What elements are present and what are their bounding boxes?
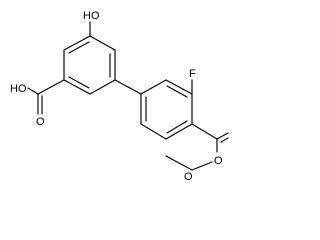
bond <box>165 79 193 95</box>
bond <box>27 87 39 95</box>
bond <box>89 79 116 95</box>
bond <box>114 79 142 95</box>
bond <box>191 161 213 171</box>
bonds <box>27 21 229 171</box>
bond <box>68 76 90 89</box>
acid-oh-label: HO <box>10 83 27 95</box>
bond <box>63 35 91 51</box>
bond <box>220 137 229 143</box>
bond <box>191 123 218 140</box>
molecule-structure: HO HO O F O O <box>10 10 229 183</box>
bond <box>140 123 167 140</box>
bond <box>68 41 90 54</box>
bond <box>37 79 65 95</box>
bond <box>140 79 167 95</box>
bond <box>89 35 116 51</box>
bond <box>216 132 229 140</box>
bond <box>165 155 193 171</box>
bond <box>63 79 91 95</box>
bond <box>166 85 188 98</box>
atom-labels: HO HO O F O O <box>10 10 223 183</box>
bond <box>165 123 193 140</box>
ester-chain-oxygen-label: O <box>184 171 193 183</box>
bond <box>166 120 188 134</box>
acid-oxygen-label: O <box>36 116 45 128</box>
fluorine-label: F <box>189 68 196 80</box>
hydroxyl-label: HO <box>83 10 100 22</box>
ester-carbonyl-oxygen-label: O <box>214 155 223 167</box>
